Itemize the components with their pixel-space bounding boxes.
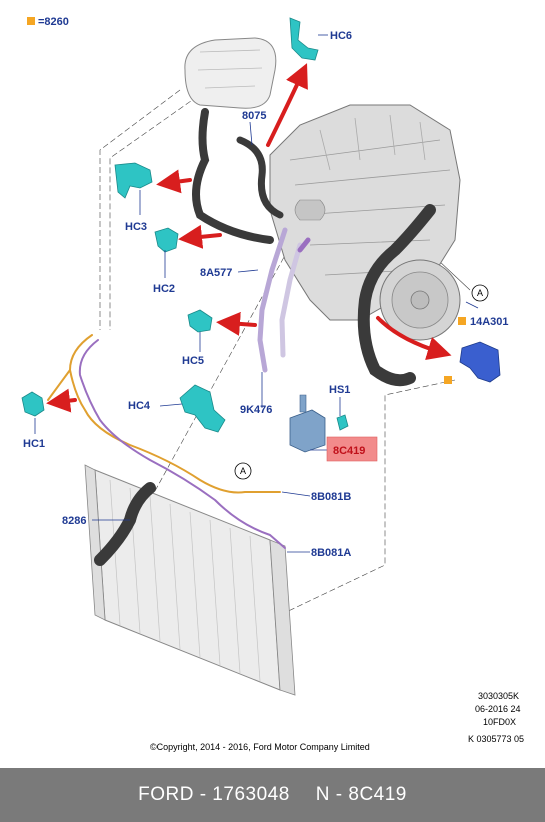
circle-ref-a-top-label: A: [477, 288, 483, 298]
callout-hc5: HC5: [182, 355, 204, 367]
callout-hc6: HC6: [330, 30, 352, 42]
footer-ref: N - 8C419: [315, 784, 407, 805]
callout-hc3: HC3: [125, 221, 147, 233]
callout-hs1: HS1: [329, 384, 350, 396]
circle-ref-a-bottom: [234, 462, 252, 480]
leader-lines: [34, 34, 479, 553]
radiator: [84, 464, 296, 696]
highlight-box-8c419: [326, 436, 378, 462]
meta-line-3: 10FD0X: [483, 717, 516, 727]
engine-block: [269, 104, 461, 341]
meta-line-4: K 0305773 05: [468, 734, 524, 744]
orange-markers: [444, 317, 466, 384]
meta-line-2: 06-2016 24: [475, 704, 521, 714]
callout-8c419: 8C419: [333, 445, 365, 457]
legend-label: =8260: [38, 16, 69, 28]
copyright-notice: ©Copyright, 2014 - 2016, Ford Motor Comp…: [150, 742, 370, 752]
explode-arrows: [46, 63, 452, 413]
callout-hc2: HC2: [153, 283, 175, 295]
legend-marker-icon: [27, 17, 35, 25]
exploded-parts-diagram: =8260: [21, 16, 524, 752]
footer-brand-part: FORD - 1763048: [138, 784, 290, 805]
circle-ref-a-bottom-label: A: [240, 466, 246, 476]
callout-8b081b: 8B081B: [311, 491, 351, 503]
part-footer-bar: FORD - 1763048 N - 8C419: [0, 768, 545, 822]
clip-hc4-icon: [179, 384, 226, 433]
clip-hc5-icon: [187, 309, 213, 333]
clip-hc1-icon: [21, 391, 45, 417]
sensor-hs1-icon: [336, 414, 349, 431]
callout-9k476: 9K476: [240, 404, 272, 416]
meta-line-1: 3030305K: [478, 691, 519, 701]
callout-14a301: 14A301: [470, 316, 509, 328]
clip-hc3-icon: [114, 162, 153, 199]
clip-parts: [21, 17, 349, 433]
clip-hc2-icon: [154, 227, 179, 253]
callout-8286: 8286: [62, 515, 86, 527]
callout-hc4: HC4: [128, 400, 151, 412]
expansion-tank: [184, 37, 277, 109]
callout-hc1: HC1: [23, 438, 45, 450]
circle-ref-a-top: [471, 284, 489, 302]
pump-part: [289, 394, 326, 453]
callout-8a577: 8A577: [200, 267, 232, 279]
callout-8b081a: 8B081A: [311, 547, 351, 559]
small-pipes: [257, 227, 311, 373]
mount-bracket-icon: [459, 341, 501, 383]
clip-hc6-icon: [289, 17, 319, 61]
callout-8075: 8075: [242, 110, 266, 122]
